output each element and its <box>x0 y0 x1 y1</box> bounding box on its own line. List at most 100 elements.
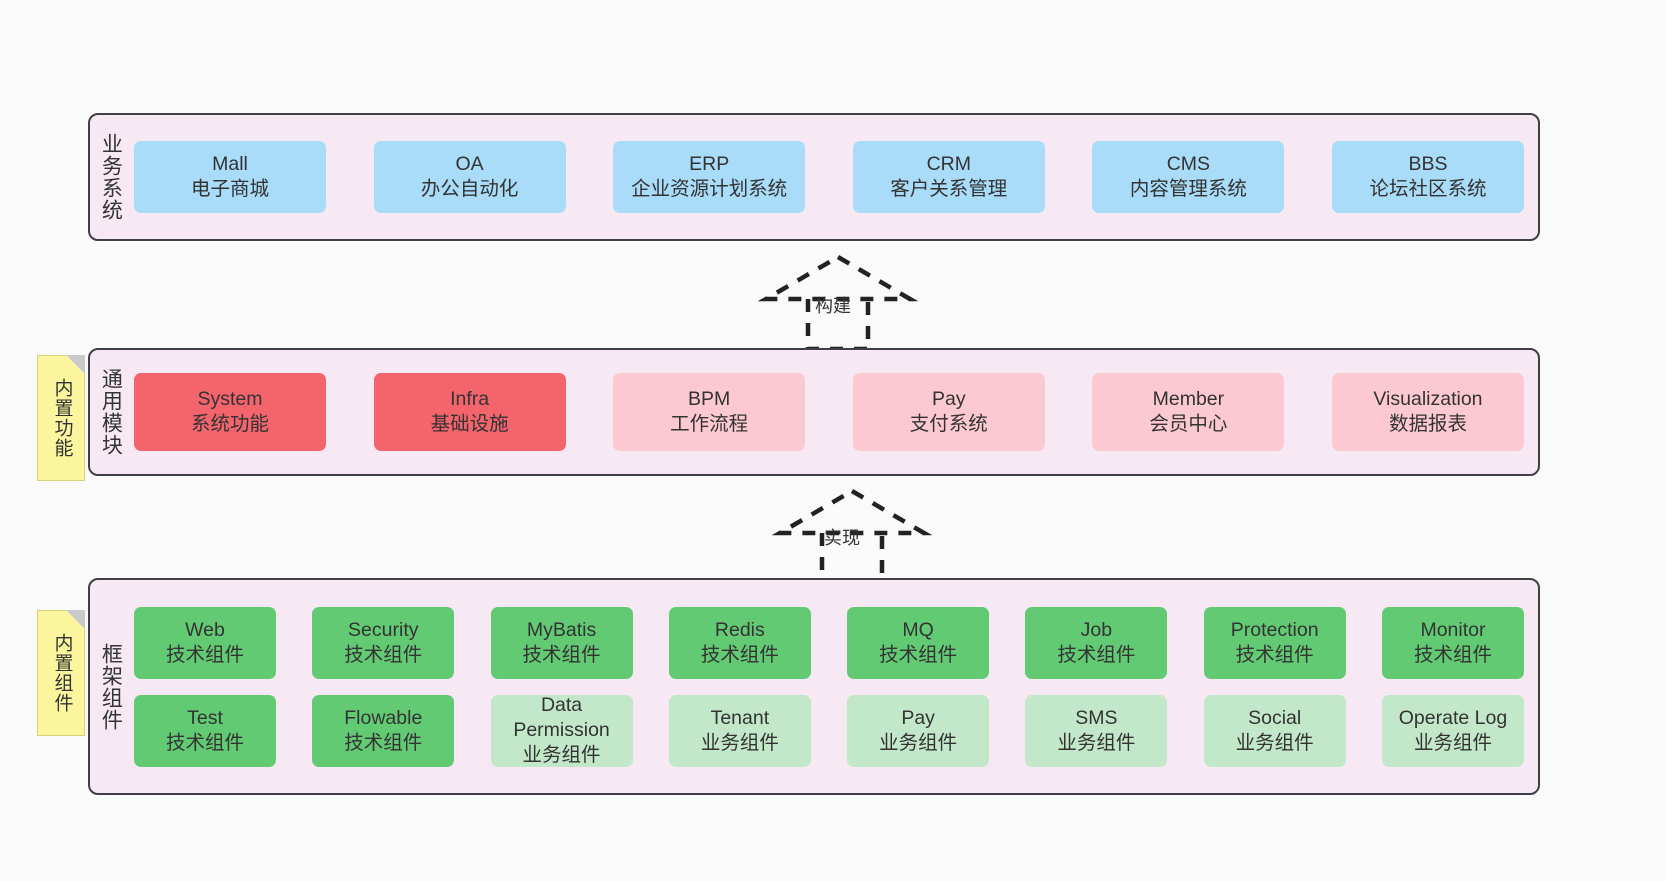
box-social[interactable]: Social 业务组件 <box>1203 694 1346 767</box>
box-rows-common-module: System 系统功能 Infra 基础设施 BPM 工作流程 Pay 支付系统 <box>134 350 1524 474</box>
box-bbs[interactable]: BBS 论坛社区系统 <box>1331 141 1524 213</box>
box-subtitle: 业务组件 <box>879 731 958 754</box>
box-subtitle: 技术组件 <box>165 643 244 666</box>
box-title: Data Permission <box>513 694 610 742</box>
box-title: Flowable <box>344 706 423 729</box>
box-data-permission[interactable]: Data Permission 业务组件 <box>490 694 633 767</box>
arrow-head-triangle <box>772 488 932 536</box>
box-title: BBS <box>1408 153 1448 176</box>
layer-business-system: 业务系统 Mall 电子商城 OA 办公自动化 ERP 企业资源计划系统 <box>88 113 1540 241</box>
box-rows-framework-component: Web 技术组件 Security 技术组件 MyBatis 技术组件 Redi… <box>134 580 1524 793</box>
box-subtitle: 业务组件 <box>522 743 601 766</box>
box-protection[interactable]: Protection 技术组件 <box>1203 606 1346 679</box>
box-member[interactable]: Member 会员中心 <box>1092 373 1285 451</box>
box-system[interactable]: System 系统功能 <box>134 373 326 451</box>
box-cms[interactable]: CMS 内容管理系统 <box>1092 141 1285 213</box>
arrow-head-triangle <box>758 254 918 302</box>
layer-title-common-module: 通用模块 <box>99 368 123 456</box>
box-infra[interactable]: Infra 基础设施 <box>373 373 566 451</box>
box-crm[interactable]: CRM 客户关系管理 <box>852 141 1045 213</box>
box-monitor[interactable]: Monitor 技术组件 <box>1381 606 1524 679</box>
box-mq[interactable]: MQ 技术组件 <box>847 606 990 679</box>
layer-framework-component: 框架组件 Web 技术组件 Security 技术组件 MyBatis 技术组件 <box>88 578 1540 795</box>
box-sms[interactable]: SMS 业务组件 <box>1025 694 1168 767</box>
box-subtitle: 业务组件 <box>1413 731 1492 754</box>
box-title: Security <box>348 618 419 641</box>
box-subtitle: 技术组件 <box>522 643 601 666</box>
box-job[interactable]: Job 技术组件 <box>1025 606 1168 679</box>
layer-body-business-system: Mall 电子商城 OA 办公自动化 ERP 企业资源计划系统 CRM 客户关系… <box>130 115 1538 239</box>
box-subtitle: 工作流程 <box>670 413 749 435</box>
box-subtitle: 内容管理系统 <box>1129 178 1247 200</box>
layer-body-common-module: System 系统功能 Infra 基础设施 BPM 工作流程 Pay 支付系统 <box>130 350 1538 474</box>
box-title: Redis <box>714 618 765 641</box>
box-title: Pay <box>901 706 935 729</box>
box-title: Operate Log <box>1398 706 1508 729</box>
box-oa[interactable]: OA 办公自动化 <box>373 141 566 213</box>
box-subtitle: 客户关系管理 <box>890 178 1008 200</box>
box-title: SMS <box>1075 706 1118 729</box>
box-pay[interactable]: Pay 支付系统 <box>852 373 1045 451</box>
box-title: Member <box>1152 388 1225 411</box>
box-subtitle: 技术组件 <box>700 643 779 666</box>
box-title: CMS <box>1166 153 1211 176</box>
box-subtitle: 电子商城 <box>190 178 269 200</box>
layer-title-business-system: 业务系统 <box>99 133 123 221</box>
box-title: Pay <box>931 388 966 411</box>
box-tenant[interactable]: Tenant 业务组件 <box>668 694 811 767</box>
box-subtitle: 技术组件 <box>344 731 423 754</box>
box-subtitle: 技术组件 <box>1057 643 1136 666</box>
box-erp[interactable]: ERP 企业资源计划系统 <box>613 141 806 213</box>
box-subtitle: 会员中心 <box>1149 413 1228 435</box>
box-row: System 系统功能 Infra 基础设施 BPM 工作流程 Pay 支付系统 <box>134 373 1524 451</box>
box-title: MyBatis <box>526 618 597 641</box>
layer-title-framework-component: 框架组件 <box>99 642 123 731</box>
box-subtitle: 技术组件 <box>879 643 958 666</box>
box-security[interactable]: Security 技术组件 <box>312 606 455 679</box>
box-subtitle: 支付系统 <box>909 413 988 435</box>
box-subtitle: 技术组件 <box>1235 643 1314 666</box>
box-title: Tenant <box>710 706 770 729</box>
box-row: Test 技术组件 Flowable 技术组件 Data Permission … <box>134 694 1524 767</box>
box-rows-business-system: Mall 电子商城 OA 办公自动化 ERP 企业资源计划系统 CRM 客户关系… <box>134 115 1524 239</box>
box-test[interactable]: Test 技术组件 <box>134 694 276 767</box>
box-title: Visualization <box>1373 388 1483 411</box>
box-title: System <box>197 388 263 411</box>
box-subtitle: 业务组件 <box>1235 731 1314 754</box>
box-title: Web <box>185 618 225 641</box>
box-mall[interactable]: Mall 电子商城 <box>134 141 326 213</box>
box-web[interactable]: Web 技术组件 <box>134 606 276 679</box>
layer-common-module: 通用模块 System 系统功能 Infra 基础设施 BPM 工作流程 <box>88 348 1540 476</box>
box-title: Mall <box>212 153 248 176</box>
arrow-label-realize: 实现 <box>824 528 860 548</box>
box-flowable[interactable]: Flowable 技术组件 <box>312 694 455 767</box>
box-subtitle: 论坛社区系统 <box>1369 178 1487 200</box>
box-title: Test <box>187 706 223 729</box>
box-subtitle: 技术组件 <box>1413 643 1492 666</box>
box-subtitle: 业务组件 <box>700 731 779 754</box>
sticky-note-builtin-function: 内置功能 <box>37 355 85 481</box>
box-pay-component[interactable]: Pay 业务组件 <box>847 694 990 767</box>
box-subtitle: 办公自动化 <box>420 178 519 200</box>
box-title: CRM <box>926 153 971 176</box>
box-subtitle: 基础设施 <box>430 413 509 435</box>
arrow-label-build: 构建 <box>815 296 851 316</box>
box-title: Job <box>1080 618 1113 641</box>
box-operate-log[interactable]: Operate Log 业务组件 <box>1381 694 1524 767</box>
box-subtitle: 业务组件 <box>1057 731 1136 754</box>
box-title: Infra <box>450 388 490 411</box>
box-subtitle: 技术组件 <box>165 731 244 754</box>
box-visualization[interactable]: Visualization 数据报表 <box>1331 373 1524 451</box>
box-subtitle: 技术组件 <box>344 643 423 666</box>
box-title: Monitor <box>1420 618 1486 641</box>
sticky-note-builtin-component: 内置组件 <box>37 610 85 736</box>
box-subtitle: 数据报表 <box>1388 413 1467 435</box>
box-row: Mall 电子商城 OA 办公自动化 ERP 企业资源计划系统 CRM 客户关系… <box>134 141 1524 213</box>
box-title: BPM <box>688 388 731 411</box>
box-title: Protection <box>1230 618 1319 641</box>
box-mybatis[interactable]: MyBatis 技术组件 <box>490 606 633 679</box>
box-redis[interactable]: Redis 技术组件 <box>668 606 811 679</box>
box-title: Social <box>1248 706 1302 729</box>
box-bpm[interactable]: BPM 工作流程 <box>613 373 806 451</box>
